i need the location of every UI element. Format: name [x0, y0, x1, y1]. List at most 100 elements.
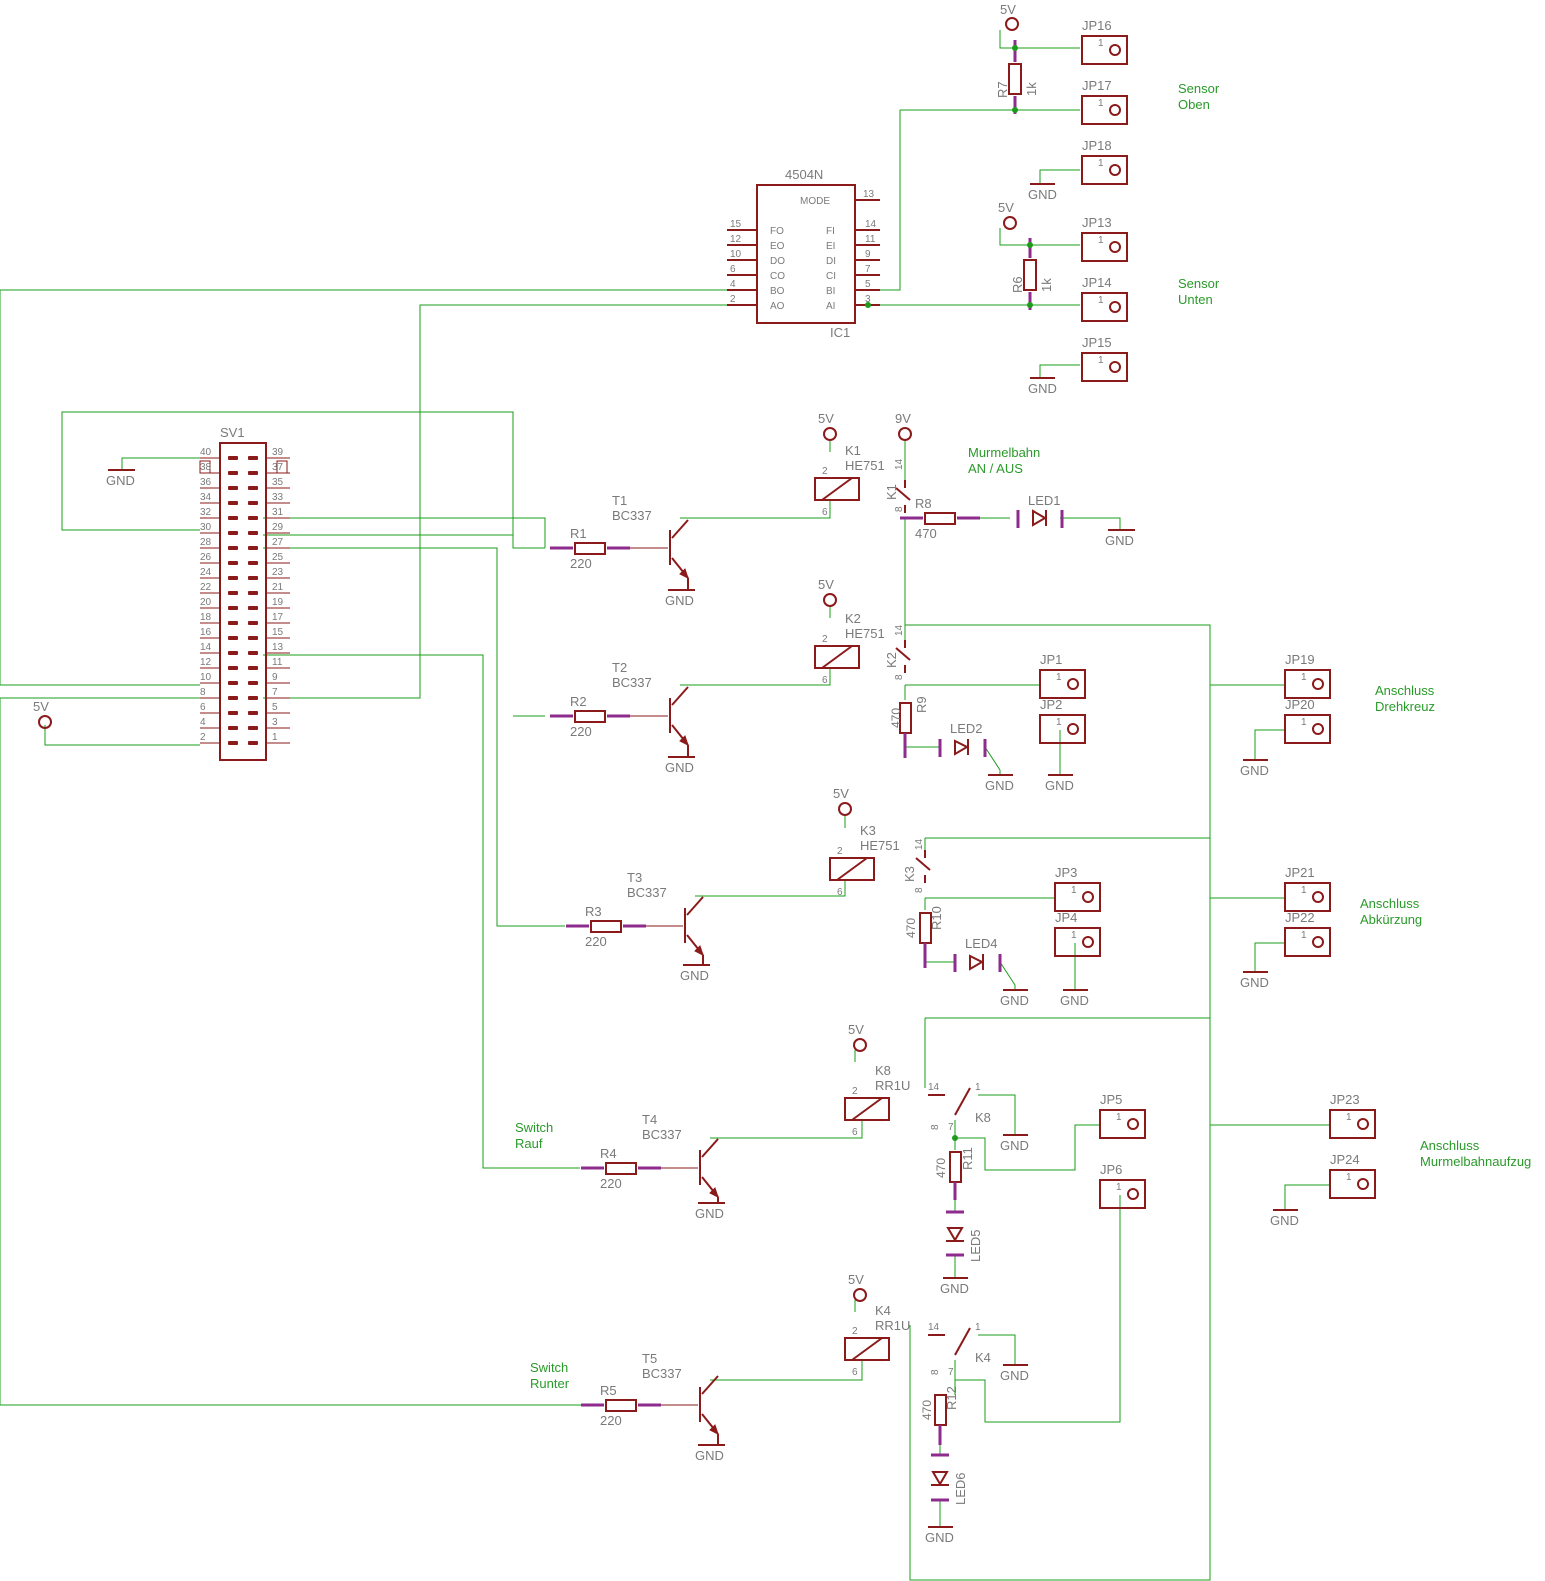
svg-text:GND: GND: [695, 1448, 724, 1463]
label-murmelbahn: Murmelbahn: [968, 445, 1040, 460]
svg-text:T2: T2: [612, 660, 627, 675]
ic1-type: 4504N: [785, 167, 823, 182]
svg-text:JP16: JP16: [1082, 18, 1112, 33]
supply-label: 5V: [1000, 2, 1016, 17]
svg-text:1: 1: [1098, 158, 1104, 169]
supply-label: 5V: [848, 1272, 864, 1287]
svg-text:GND: GND: [106, 473, 135, 488]
label-sensor-unten: Sensor: [1178, 276, 1220, 291]
svg-text:Runter: Runter: [530, 1376, 570, 1391]
svg-text:R12: R12: [944, 1386, 959, 1410]
svg-text:2: 2: [837, 846, 843, 857]
svg-text:LED4: LED4: [965, 936, 998, 951]
svg-text:GND: GND: [695, 1206, 724, 1221]
svg-text:HE751: HE751: [860, 838, 900, 853]
header-pin-number: 25: [272, 552, 284, 563]
svg-text:JP21: JP21: [1285, 865, 1315, 880]
net-labels: Sensor Oben Sensor Unten Murmelbahn AN /…: [515, 81, 1531, 1391]
svg-text:R7: R7: [995, 81, 1010, 98]
header-pin-pad: [228, 501, 238, 505]
ic1-pin-name: AI: [826, 301, 835, 312]
header-pin-number: 26: [200, 552, 212, 563]
connector-jp17: 1 JP17: [1081, 78, 1128, 125]
svg-text:1: 1: [1098, 98, 1104, 109]
connector-jp16: 1 JP16: [1081, 18, 1128, 65]
svg-text:6: 6: [822, 507, 828, 518]
header-pin-number: 6: [200, 702, 206, 713]
svg-text:BC337: BC337: [612, 508, 652, 523]
svg-text:GND: GND: [1060, 993, 1089, 1008]
svg-text:GND: GND: [1028, 187, 1057, 202]
svg-text:1: 1: [1116, 1112, 1122, 1123]
header-ref: SV1: [220, 425, 245, 440]
supply-label: 5V: [818, 411, 834, 426]
svg-text:2: 2: [822, 634, 828, 645]
leds: LED1 LED2 LED4 LED5 LED6: [931, 493, 1064, 1505]
header-pin-pad: [248, 561, 258, 565]
svg-text:GND: GND: [665, 760, 694, 775]
header-pin-pad: [228, 591, 238, 595]
svg-text:K8: K8: [975, 1110, 991, 1125]
ic1-pin-name: EI: [826, 241, 835, 252]
header-pin-pad: [228, 711, 238, 715]
ic1-pin-number: 12: [730, 234, 742, 245]
header-pin-pad: [228, 726, 238, 730]
svg-text:14: 14: [914, 838, 925, 850]
header-pin-pad: [248, 696, 258, 700]
supply-label: 5V: [33, 699, 49, 714]
svg-text:6: 6: [852, 1367, 858, 1378]
header-pin-pad: [248, 666, 258, 670]
svg-text:JP1: JP1: [1040, 652, 1062, 667]
header-pin-number: 38: [200, 462, 212, 473]
svg-text:7: 7: [948, 1122, 954, 1133]
header-pin-pad: [248, 651, 258, 655]
gnd-symbols: GND GND GND GND GND GND GND GND GND GND …: [106, 183, 1299, 1545]
header-pin-pad: [248, 741, 258, 745]
label-sensor-oben: Sensor: [1178, 81, 1220, 96]
svg-text:HE751: HE751: [845, 458, 885, 473]
svg-text:1: 1: [1098, 38, 1104, 49]
svg-text:JP17: JP17: [1082, 78, 1112, 93]
header-pin-pad: [228, 546, 238, 550]
svg-text:1k: 1k: [1024, 82, 1039, 96]
label-switch-rauf: Switch: [515, 1120, 553, 1135]
ic1-pin-name: CI: [826, 271, 836, 282]
header-pin-pad: [228, 696, 238, 700]
ic1-pin-number: 2: [730, 294, 736, 305]
header-pin-number: 11: [272, 657, 283, 668]
svg-text:2: 2: [852, 1326, 858, 1337]
svg-text:6: 6: [837, 887, 843, 898]
header-pin-number: 31: [272, 507, 284, 518]
svg-text:LED5: LED5: [968, 1229, 983, 1262]
svg-text:Abkürzung: Abkürzung: [1360, 912, 1422, 927]
header-pin-number: 36: [200, 477, 212, 488]
svg-text:JP19: JP19: [1285, 652, 1315, 667]
svg-text:HE751: HE751: [845, 626, 885, 641]
svg-text:1: 1: [1116, 1182, 1122, 1193]
svg-text:R6: R6: [1010, 276, 1025, 293]
svg-text:BC337: BC337: [612, 675, 652, 690]
header-pin-pad: [228, 456, 238, 460]
svg-text:R1: R1: [570, 526, 587, 541]
svg-text:K3: K3: [902, 866, 917, 882]
ic1-pin-name: AO: [770, 301, 785, 312]
svg-text:JP4: JP4: [1055, 910, 1077, 925]
svg-text:8: 8: [930, 1369, 941, 1375]
ic1: 4504N IC1 MODE 13 15FO12EO10DO6CO4BO2AO …: [727, 167, 880, 340]
svg-text:Unten: Unten: [1178, 292, 1213, 307]
label-switch-runter: Switch: [530, 1360, 568, 1375]
svg-text:1: 1: [1301, 717, 1307, 728]
svg-text:K3: K3: [860, 823, 876, 838]
header-pin-pad: [228, 576, 238, 580]
ic1-pin-number: 10: [730, 249, 742, 260]
header-pin-number: 40: [200, 447, 212, 458]
svg-text:JP20: JP20: [1285, 697, 1315, 712]
header-pin-pad: [248, 501, 258, 505]
